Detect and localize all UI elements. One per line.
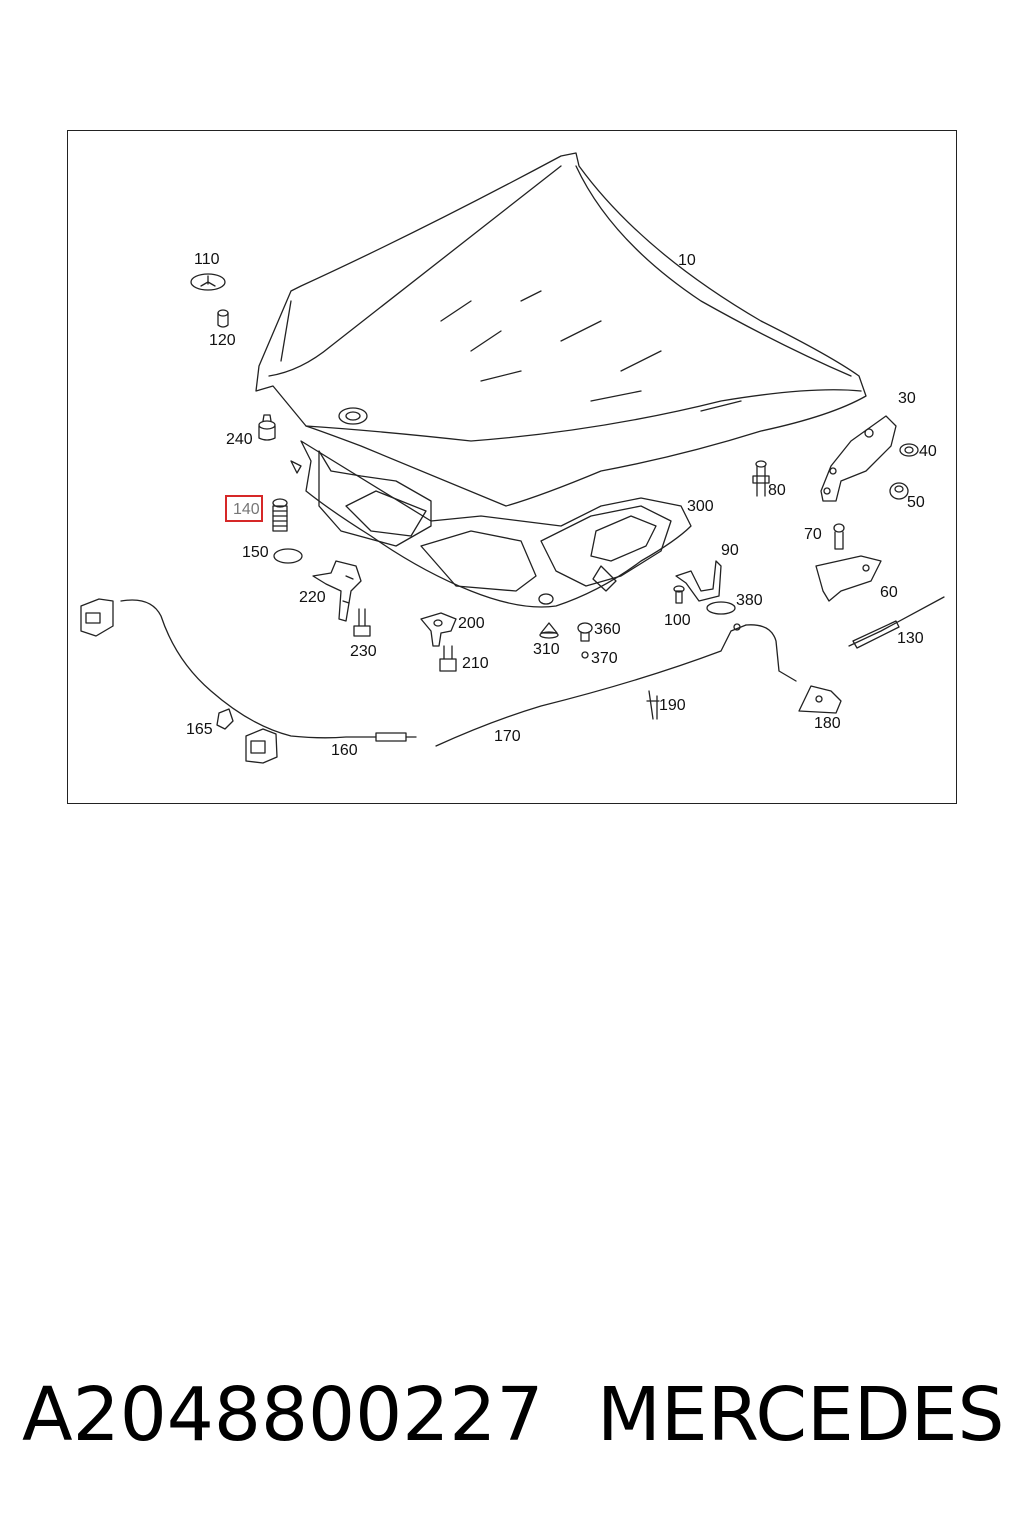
callout-50: 50 [907, 494, 925, 511]
callout-200: 200 [458, 615, 485, 632]
lock-plate [420, 612, 457, 647]
bushing [889, 482, 909, 500]
callout-380: 380 [736, 592, 763, 609]
hood-hinge [820, 415, 897, 502]
seal [706, 601, 736, 615]
emblem-grommet [217, 309, 229, 328]
part-number: A2048800227 [22, 1372, 544, 1458]
callout-30: 30 [898, 390, 916, 407]
callout-90: 90 [721, 542, 739, 559]
callout-170: 170 [494, 728, 521, 745]
gas-strut [848, 596, 945, 649]
callout-100: 100 [664, 612, 691, 629]
callout-370: 370 [591, 650, 618, 667]
callout-60: 60 [880, 584, 898, 601]
callout-150: 150 [242, 544, 269, 561]
hood-panel [255, 152, 867, 507]
callout-140[interactable]: 140 [225, 495, 263, 522]
callout-190: 190 [659, 697, 686, 714]
diagram-frame: 10 110 120 240 140 150 220 230 200 210 3… [67, 130, 957, 804]
release-handle [798, 685, 842, 714]
bolt [439, 645, 457, 672]
callout-110: 110 [194, 251, 220, 268]
lock-bracket [675, 560, 722, 602]
screw [673, 585, 685, 604]
callout-70: 70 [804, 526, 822, 543]
hood-exploded-diagram [80, 152, 945, 764]
callout-300: 300 [687, 498, 714, 515]
hood-lock [245, 728, 278, 764]
callout-180: 180 [814, 715, 841, 732]
stop-bolt [752, 460, 770, 497]
brand-name: MERCEDES [597, 1372, 1005, 1458]
fastening-clip [272, 498, 288, 532]
cable-clip [216, 708, 234, 730]
footer: A2048800227 MERCEDES [0, 1372, 1024, 1472]
callout-165: 165 [186, 721, 213, 738]
callout-130: 130 [897, 630, 924, 647]
strut-bracket [815, 555, 882, 602]
bolt [353, 608, 371, 637]
callout-310: 310 [533, 641, 560, 658]
cable-holder [646, 690, 660, 720]
nut [581, 651, 589, 659]
callout-220: 220 [299, 589, 326, 606]
hex-nut [899, 443, 919, 457]
clip [539, 622, 559, 639]
ball-stud [833, 523, 845, 550]
hood-latch-bracket [312, 560, 362, 622]
callout-240: 240 [226, 431, 253, 448]
callout-40: 40 [919, 443, 937, 460]
callout-210: 210 [462, 655, 489, 672]
callout-360: 360 [594, 621, 621, 638]
rubber-buffer [258, 414, 276, 441]
release-cable [120, 599, 797, 747]
seal-ring [273, 548, 303, 564]
callout-80: 80 [768, 482, 786, 499]
adjusting-screw [577, 622, 593, 642]
hood-lock [80, 598, 114, 637]
star-emblem [190, 273, 226, 291]
hood-inner-frame [290, 440, 692, 608]
callout-230: 230 [350, 643, 377, 660]
callout-160: 160 [331, 742, 358, 759]
callout-10: 10 [678, 252, 696, 269]
callout-120: 120 [209, 332, 236, 349]
